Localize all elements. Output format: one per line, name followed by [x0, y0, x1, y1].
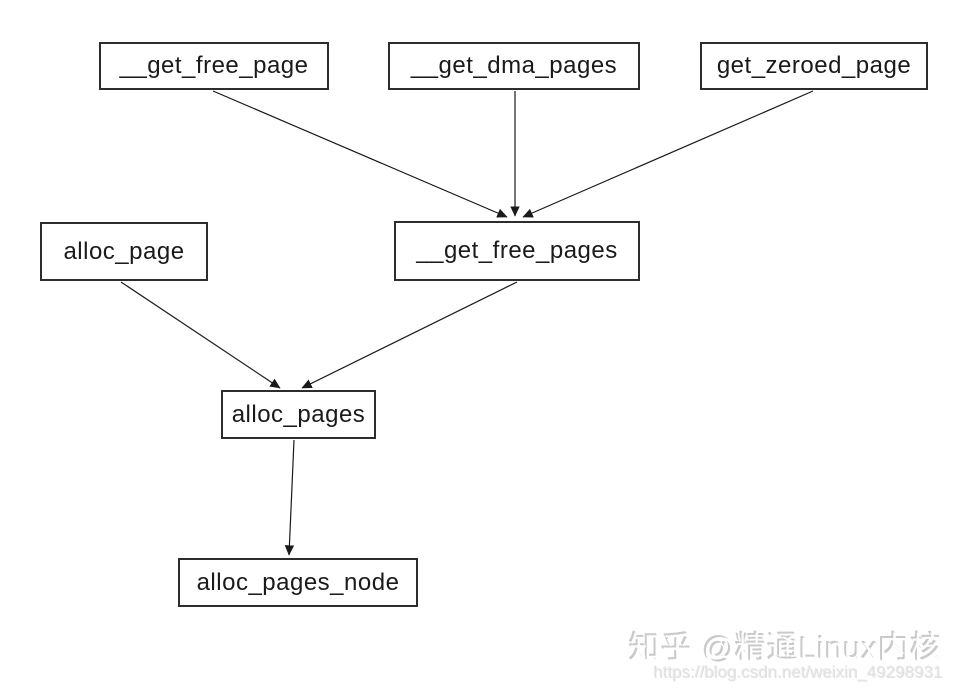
node-alloc-pages: alloc_pages	[221, 390, 376, 439]
node-alloc-page: alloc_page	[40, 222, 208, 281]
edge-get-free-page-to-get-free-pages	[212, 90, 508, 218]
node-label: __get_dma_pages	[410, 52, 618, 79]
edge-alloc-page-to-alloc-pages	[120, 281, 281, 389]
edge-get-free-pages-to-alloc-pages	[301, 281, 518, 389]
node-get-free-pages: __get_free_pages	[394, 221, 640, 281]
node-label: alloc_pages	[231, 400, 366, 428]
node-get-dma-pages: __get_dma_pages	[388, 42, 640, 90]
node-label: __get_free_pages	[416, 237, 618, 264]
node-label: alloc_page	[63, 237, 185, 265]
node-get-zeroed-page: get_zeroed_page	[700, 42, 928, 90]
node-label: alloc_pages_node	[196, 568, 400, 596]
watermark-attribution: 知乎 @精通Linux内核	[629, 631, 943, 666]
node-alloc-pages-node: alloc_pages_node	[178, 558, 418, 607]
watermark: 知乎 @精通Linux内核 https://blog.csdn.net/weix…	[630, 632, 943, 682]
edge-get-zeroed-page-to-get-free-pages	[522, 90, 814, 218]
node-label: get_zeroed_page	[716, 52, 912, 79]
watermark-url: https://blog.csdn.net/weixin_49298931	[653, 663, 943, 682]
edge-alloc-pages-to-alloc-pages-node	[284, 439, 295, 556]
node-label: __get_free_page	[119, 52, 309, 79]
node-get-free-page: __get_free_page	[99, 42, 329, 90]
